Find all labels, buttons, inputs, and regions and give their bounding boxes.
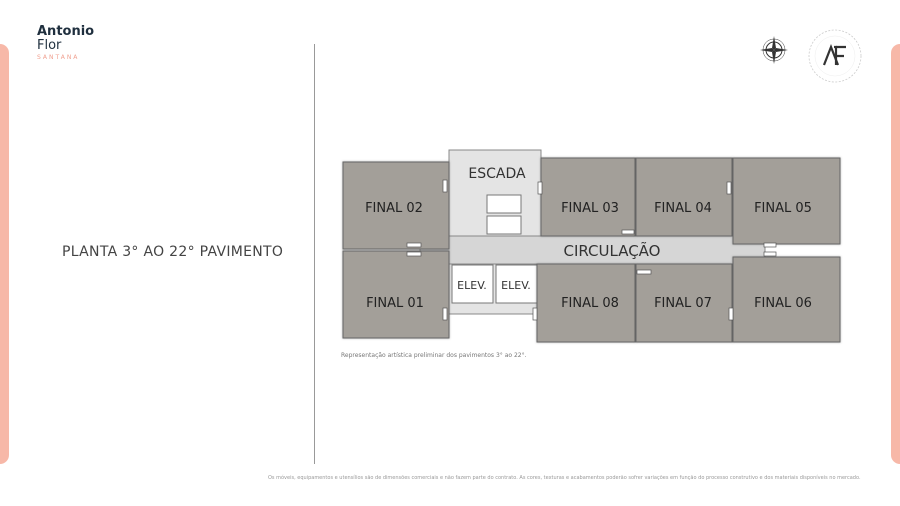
label-final-03: FINAL 03 bbox=[561, 201, 619, 216]
door bbox=[763, 242, 777, 248]
label-final-05: FINAL 05 bbox=[754, 201, 812, 216]
brand-line-1: Antonio bbox=[37, 24, 95, 39]
door bbox=[621, 229, 635, 235]
brand-logo: Antonio Flor SANTANA bbox=[37, 25, 94, 61]
label-final-04: FINAL 04 bbox=[654, 201, 712, 216]
stair-step-1 bbox=[486, 194, 522, 214]
door bbox=[406, 251, 422, 257]
unit-final-08 bbox=[536, 263, 636, 343]
door bbox=[442, 179, 448, 193]
elevator-1 bbox=[451, 264, 494, 304]
brand-line-2: Flor bbox=[37, 38, 62, 53]
unit-final-07 bbox=[635, 263, 733, 343]
door bbox=[442, 307, 448, 321]
compass-rose-icon bbox=[760, 36, 788, 64]
label-elevator-1: ELEV. bbox=[457, 279, 487, 292]
brand-line-3: SANTANA bbox=[37, 54, 80, 61]
vertical-divider bbox=[314, 44, 315, 464]
door bbox=[728, 307, 734, 321]
door bbox=[406, 242, 422, 248]
door bbox=[532, 307, 538, 321]
door bbox=[726, 181, 732, 195]
unit-final-06 bbox=[732, 256, 841, 343]
label-escada: ESCADA bbox=[468, 166, 526, 182]
label-elevator-2: ELEV. bbox=[501, 279, 531, 292]
af-seal-logo bbox=[808, 29, 862, 83]
label-final-01: FINAL 01 bbox=[366, 296, 424, 311]
door bbox=[636, 269, 652, 275]
stair-step-2 bbox=[486, 215, 522, 235]
right-accent-bar bbox=[891, 44, 900, 464]
unit-final-03 bbox=[540, 157, 636, 237]
unit-final-02 bbox=[342, 161, 450, 250]
elevator-2 bbox=[495, 264, 538, 304]
plan-title: PLANTA 3° AO 22° PAVIMENTO bbox=[62, 244, 284, 260]
label-circulacao: CIRCULAÇÃO bbox=[563, 241, 660, 260]
plan-caption: Representação artística preliminar dos p… bbox=[341, 352, 527, 359]
label-final-06: FINAL 06 bbox=[754, 296, 812, 311]
label-final-02: FINAL 02 bbox=[365, 201, 423, 216]
unit-final-01 bbox=[342, 250, 450, 339]
left-accent-bar bbox=[0, 44, 9, 464]
door bbox=[763, 251, 777, 257]
unit-final-04 bbox=[635, 157, 733, 237]
unit-final-05 bbox=[732, 157, 841, 245]
door bbox=[537, 181, 543, 195]
label-final-08: FINAL 08 bbox=[561, 296, 619, 311]
label-final-07: FINAL 07 bbox=[654, 296, 712, 311]
legal-footer: Os móveis, equipamentos e utensílios são… bbox=[268, 475, 861, 481]
